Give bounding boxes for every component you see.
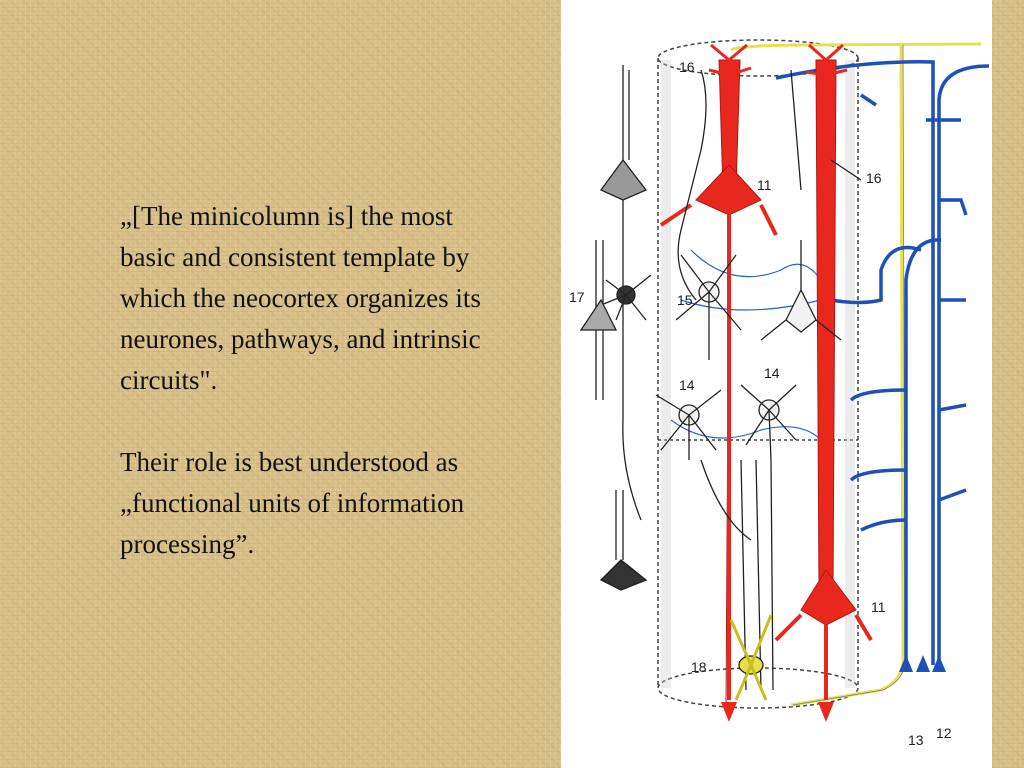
label-16-top: 16 <box>679 59 695 75</box>
label-14-left: 14 <box>679 377 695 393</box>
afferent-arrows <box>899 655 946 672</box>
label-12: 12 <box>936 725 952 741</box>
label-15: 15 <box>677 292 693 308</box>
column-cylinder <box>657 39 859 709</box>
axon-arrowheads <box>721 702 834 722</box>
quote-paragraph: „[The minicolumn is] the most basic and … <box>120 201 481 395</box>
label-11-lower: 11 <box>871 599 886 615</box>
label-16-right: 16 <box>866 170 882 186</box>
label-18: 18 <box>691 659 707 675</box>
role-paragraph: Their role is best understood as „functi… <box>120 447 465 559</box>
label-14-right: 14 <box>764 365 780 381</box>
dendrite-tufts <box>708 43 848 77</box>
minicolumn-diagram: 16 16 11 11 15 17 14 14 18 13 12 <box>569 39 990 748</box>
label-17: 17 <box>569 289 585 305</box>
stellate-cells <box>655 240 842 701</box>
quote-text-block: „[The minicolumn is] the most basic and … <box>120 196 500 565</box>
afferent-fibers <box>775 60 990 665</box>
minicolumn-figure: 16 16 11 11 15 17 14 14 18 13 12 <box>561 0 992 768</box>
column-shading-left <box>661 60 671 688</box>
label-11-upper: 11 <box>757 177 772 193</box>
figure-labels: 16 16 11 11 15 17 14 14 18 13 12 <box>569 59 952 748</box>
label-13: 13 <box>908 732 924 748</box>
column-shading-right <box>845 60 855 688</box>
interneurons <box>579 65 862 691</box>
